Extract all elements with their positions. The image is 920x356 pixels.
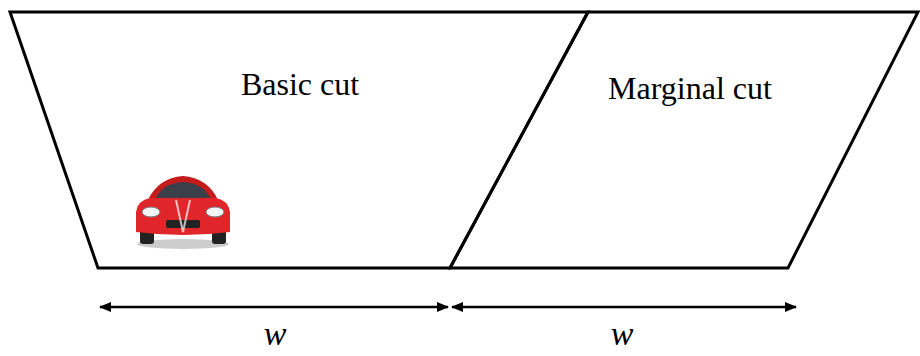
dimension-arrow (100, 306, 448, 309)
region-label: Marginal cut (608, 70, 772, 107)
dimension-label: w (611, 315, 634, 353)
car-icon (136, 176, 230, 249)
dimension-arrow (452, 306, 796, 309)
cut-outline (440, 10, 920, 270)
cut-region: Marginal cut (440, 10, 920, 270)
dimension-label: w (264, 315, 287, 353)
cut-outline (8, 10, 590, 270)
cut-region: Basic cut (8, 10, 590, 270)
region-label: Basic cut (241, 66, 359, 103)
